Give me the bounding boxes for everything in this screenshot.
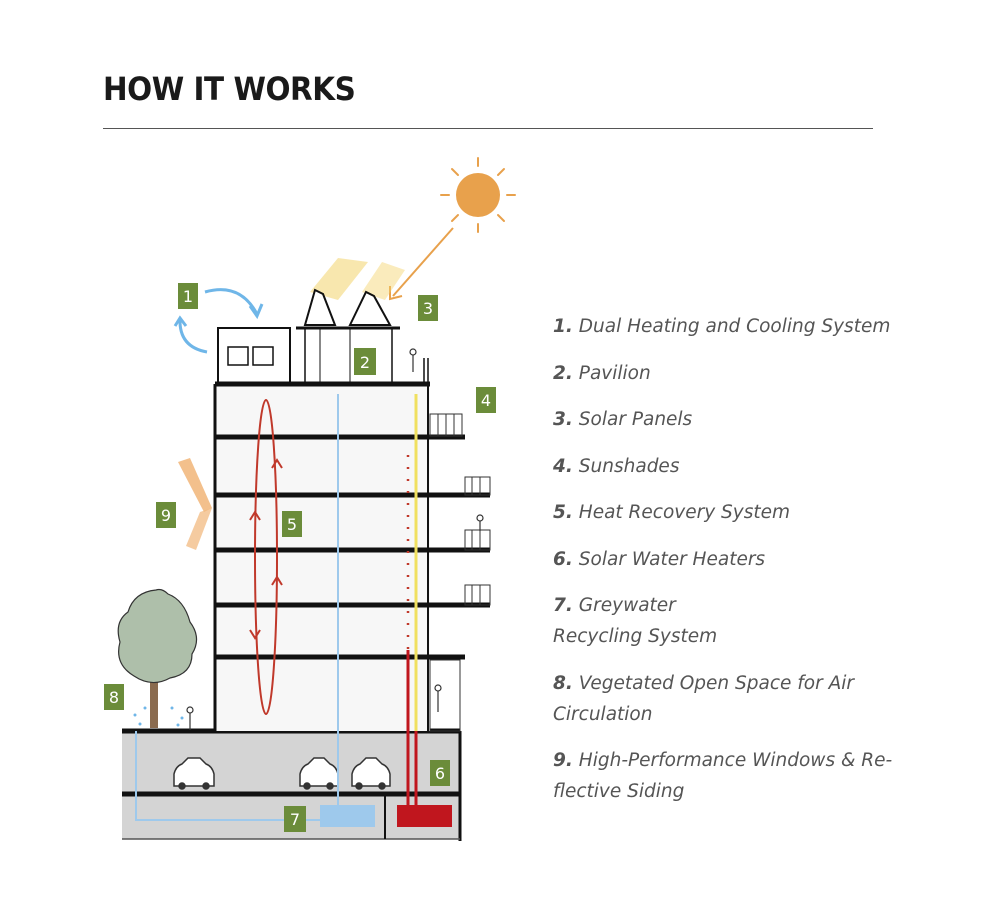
legend-item: 9. High-Performance Windows & Re-flectiv… (553, 750, 893, 802)
svg-text:7: 7 (290, 810, 300, 829)
building-floors (213, 381, 490, 731)
badge-1: 1 (178, 283, 198, 309)
badge-3: 3 (418, 295, 438, 321)
water-heater-tank (397, 805, 452, 827)
heat-recovery-loop (249, 399, 283, 715)
badge-8: 8 (104, 684, 124, 710)
svg-text:1: 1 (183, 287, 193, 306)
legend-item: 5. Heat Recovery System (553, 502, 791, 523)
badge-5: 5 (282, 511, 302, 537)
car-icon (173, 757, 215, 790)
legend-item: 3. Solar Panels (553, 409, 693, 430)
rooftop-pavilion (217, 326, 429, 385)
heat-pipe-down (406, 650, 418, 805)
reflection-wedge (178, 458, 212, 550)
solar-panels (303, 288, 392, 326)
person-icon (186, 348, 484, 730)
svg-text:3: 3 (423, 299, 433, 318)
svg-text:4: 4 (481, 391, 491, 410)
legend-item: 4. Sunshades (553, 455, 680, 477)
greywater-pipe (135, 731, 320, 821)
car-icon (351, 757, 391, 790)
solar-beams (310, 258, 405, 300)
legend-item: 1. Dual Heating and Cooling System (553, 316, 891, 337)
page-title: HOW IT WORKS (103, 70, 356, 108)
cooling-arrow-icon (173, 288, 264, 354)
greywater-tank (320, 805, 375, 827)
badge-9: 9 (156, 502, 176, 528)
legend-item: 6. Solar Water Heaters (553, 548, 766, 570)
car-icon (299, 757, 339, 790)
legend-item: 2. Pavilion (553, 362, 651, 384)
badge-2: 2 (354, 348, 376, 375)
sun-icon (440, 157, 516, 233)
svg-text:9: 9 (161, 506, 171, 525)
sun-ray-arrow (389, 227, 454, 301)
title-divider (103, 128, 873, 129)
svg-text:8: 8 (109, 688, 119, 707)
badge-7: 7 (284, 806, 306, 832)
svg-text:2: 2 (360, 353, 370, 372)
svg-text:6: 6 (435, 764, 445, 783)
tree-icon (117, 588, 198, 728)
vegetated-space-dots (133, 706, 184, 727)
balcony-railings (429, 413, 491, 732)
badge-6: 6 (430, 760, 450, 786)
badge-4: 4 (476, 387, 496, 413)
svg-text:5: 5 (287, 515, 297, 534)
legend-list: 1. Dual Heating and Cooling System 2. Pa… (553, 311, 893, 823)
